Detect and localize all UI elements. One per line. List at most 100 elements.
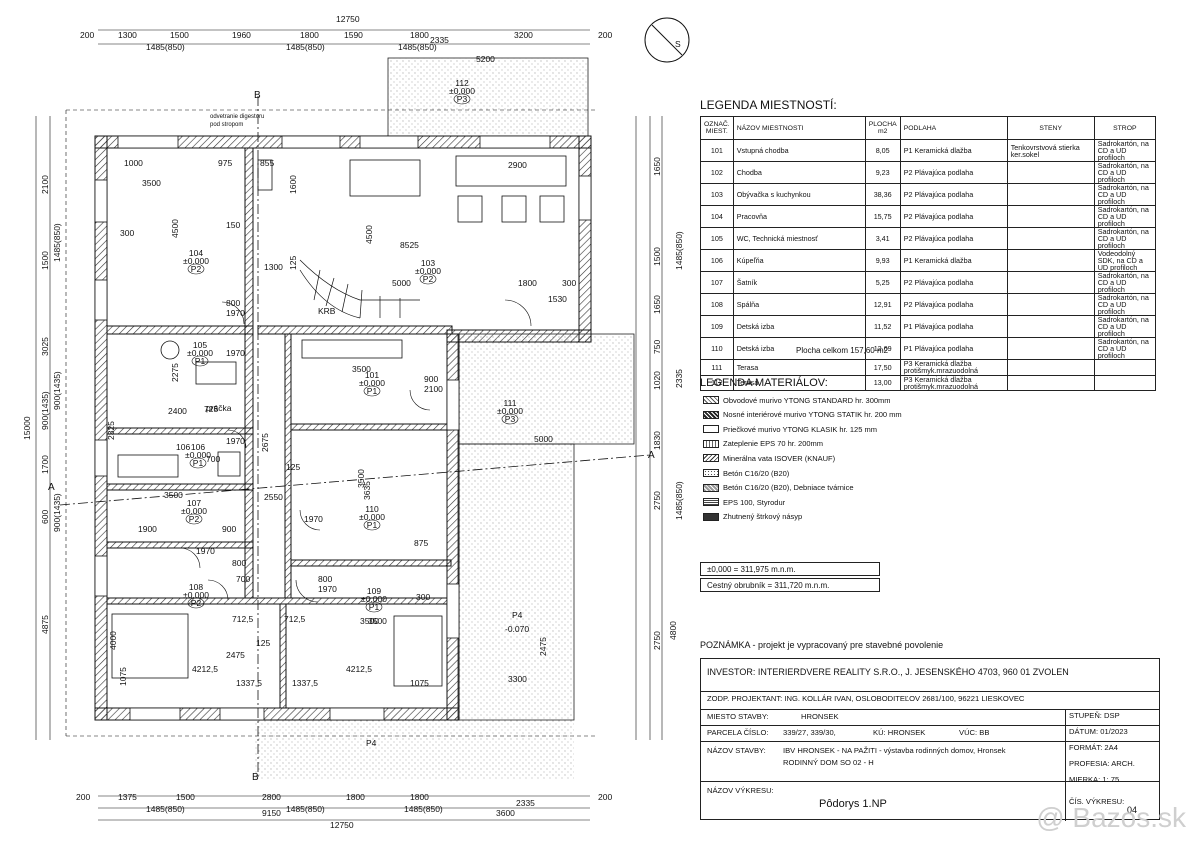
cell-name: Kúpeľňa (732, 249, 866, 272)
legend-materials-title: LEGENDA MATERIÁLOV: (700, 377, 828, 389)
dim-bottom-9150: 9150 (262, 808, 281, 818)
inner-dim-49: 712,5 (232, 614, 254, 624)
cell-area: 12,91 (864, 293, 901, 316)
dim-right-3: 750 (652, 340, 662, 354)
inner-dim-43: 875 (414, 538, 428, 548)
inner-dim-30: 1970 (196, 546, 215, 556)
cell-ceiling: Sadrokartón, na CD a UD profiloch (1093, 337, 1157, 360)
cell-ceiling: Sadrokartón, na CD a UD profiloch (1093, 293, 1157, 316)
material-item-7: EPS 100, Styrodur (703, 496, 785, 508)
dim-left-4: 1700 (40, 455, 50, 474)
dim-top-1: 1300 (118, 30, 137, 40)
room-floor-code: P1 (367, 386, 378, 396)
inner-dim-56: 4212,5 (346, 664, 372, 674)
dim-right-sub-1: 2335 (674, 369, 684, 388)
name-line1: IBV HRONSEK - NA PAŽITI - výstavba rodin… (783, 746, 1006, 755)
cell-floor: P1 Keramická dlažba (899, 249, 1008, 272)
dim-terrace-top: 5200 (476, 54, 495, 64)
inner-dim-39: 125 (286, 462, 300, 472)
staircase (299, 259, 420, 319)
inner-dim-26: 1970 (226, 436, 245, 446)
cell-walls (1006, 271, 1095, 294)
inner-dim-38: 3500 (356, 469, 366, 488)
dim-left-sub-2: 900(1435) (52, 493, 62, 532)
date: DÁTUM: 01/2023 (1069, 727, 1128, 736)
material-label: Zateplenie EPS 70 hr. 200mm (723, 439, 824, 449)
inner-dim-19: 1970 (226, 348, 245, 358)
cell-name: WC, Technická miestnosť (732, 227, 866, 250)
windows (94, 135, 592, 721)
room-labels: 104±0.000P2103±0.000P2105±0.000P1101±0.0… (181, 78, 523, 613)
inner-dim-7: 300 (120, 228, 134, 238)
outside-p4-bottom: P4 (366, 738, 377, 748)
terrace-111 (457, 333, 635, 445)
ku-label: KÚ: HRONSEK (873, 728, 926, 737)
dim-left-6: 4875 (40, 615, 50, 634)
cell-walls (1006, 293, 1095, 316)
room-number: 106 (191, 442, 205, 452)
inner-dim-60: 2475 (538, 637, 548, 656)
dim-bottom-2: 1500 (176, 792, 195, 802)
dim-top-sub-2: 1485(850) (398, 42, 437, 52)
inner-dim-8: 8525 (400, 240, 419, 250)
dim-left-sub-0: 1485(850) (52, 223, 62, 262)
dim-top-3: 1960 (232, 30, 251, 40)
room-number: 112 (455, 78, 469, 88)
section-label-b-top: B (254, 90, 261, 101)
dim-left-5: 600 (40, 510, 50, 524)
inner-dim-5: 1600 (288, 175, 298, 194)
dim-bottom-2335: 2335 (516, 798, 535, 808)
cell-ceiling: Sadrokartón, na CD a UD profiloch (1093, 205, 1157, 228)
room-level: ±0.000 (183, 590, 209, 600)
floor-marker (363, 385, 381, 397)
inner-dim-45: 2100 (424, 384, 443, 394)
room-floor-code: P3 (457, 94, 468, 104)
dim-bottom-4: 1800 (346, 792, 365, 802)
cell-walls (1006, 359, 1095, 376)
material-label: Minerálna vata ISOVER (KNAUF) (723, 453, 836, 463)
material-label: Betón C16/20 (B20), Debniace tvárnice (723, 483, 854, 493)
room-level: ±0.000 (183, 256, 209, 266)
cell-floor: P2 Plávajúca podlaha (899, 161, 1008, 184)
inner-dim-54: 1337,5 (236, 678, 262, 688)
inner-dim-2: 855 (260, 158, 274, 168)
stage: STUPEŇ: DSP (1069, 711, 1120, 720)
inner-dim-22: 2325 (106, 421, 116, 440)
dim-right-5: 1830 (652, 431, 662, 450)
room-level: ±0.000 (181, 506, 207, 516)
cell-id: 103 (700, 183, 734, 206)
legend-rooms-title: LEGENDA MIESTNOSTÍ: (700, 98, 837, 112)
cell-name: Šatník (732, 271, 866, 294)
room-level: ±0.000 (187, 348, 213, 358)
material-label: EPS 100, Styrodur (723, 497, 786, 507)
cell-ceiling: Sadrokartón, na CD a UD profiloch (1093, 139, 1157, 162)
dim-left-3: 900(1435) (40, 391, 50, 430)
dim-right-0: 1650 (652, 157, 662, 176)
dim-bottom-sub-1: 1485(850) (286, 804, 325, 814)
cell-floor: P3 Keramická dlažba protišmyk.mrazuodoln… (899, 374, 1008, 391)
cell-name: Obývačka s kuchynkou (732, 183, 866, 206)
dim-bottom-total: 12750 (330, 820, 354, 830)
cell-floor: P2 Plávajúca podlaha (899, 183, 1008, 206)
cell-id: 101 (700, 139, 734, 162)
name-label: NÁZOV STAVBY: (707, 746, 766, 755)
room-number: 104 (189, 248, 203, 258)
inner-dim-3: 2900 (508, 160, 527, 170)
dim-right-2: 1650 (652, 295, 662, 314)
cell-ceiling: Sadrokartón, na CD a UD profiloch (1093, 271, 1157, 294)
cell-walls (1006, 337, 1095, 360)
inner-dim-29: 900 (222, 524, 236, 534)
site-value: HRONSEK (801, 712, 839, 721)
inner-dim-28: 1900 (138, 524, 157, 534)
level-curb: Cestný obrubník = 311,720 m.n.m. (700, 578, 880, 592)
inner-dim-36: 1970 (318, 584, 337, 594)
cell-id: 111 (700, 359, 734, 376)
tb-row-parcel: PARCELA ČÍSLO: 339/27, 339/30, KÚ: HRONS… (701, 725, 1159, 737)
room-level: ±0.000 (185, 450, 211, 460)
inner-dim-0: 1000 (124, 158, 143, 168)
